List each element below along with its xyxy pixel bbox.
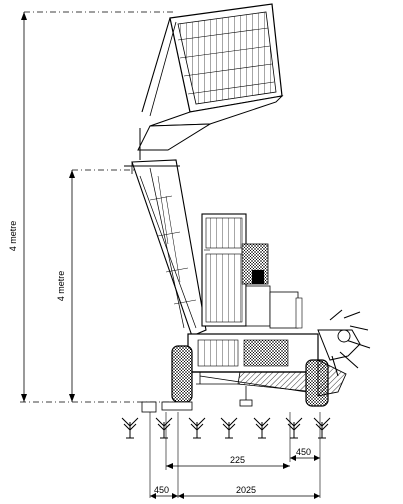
height-dimension-outer: 4 metre	[8, 11, 175, 402]
crop-plant-3	[188, 417, 206, 439]
height-dimension-inner: 4 metre	[56, 169, 135, 402]
crop-plant-2	[155, 417, 173, 439]
cutting-head	[317, 309, 371, 397]
crop-plant-4	[220, 417, 238, 439]
inner-height-label: 4 metre	[56, 271, 66, 302]
crop-plant-5	[253, 417, 271, 439]
crop-plant-6	[285, 417, 303, 439]
ground-block	[141, 401, 157, 413]
rear-wheel	[161, 345, 193, 411]
elevator-hood	[137, 3, 284, 160]
crop-row-plants	[121, 417, 331, 439]
row-spacing-dimension: 225	[166, 455, 290, 469]
elevator-boom	[124, 159, 207, 337]
dimension-extension-lines	[149, 412, 321, 498]
crop-plant-7	[313, 417, 331, 439]
overall-height-label: 4 metre	[8, 221, 18, 252]
row-spacing-label: 225	[230, 455, 245, 465]
chassis-frame	[187, 333, 321, 407]
engine-housing	[201, 213, 303, 329]
crop-plant-1	[121, 417, 139, 439]
bottom-total-label: 2025	[236, 485, 256, 495]
bottom-left-label: 450	[154, 485, 169, 495]
bottom-dimensions: 450 2025	[150, 485, 320, 499]
end-offset-dimension: 450	[290, 447, 320, 461]
end-offset-label: 450	[296, 447, 311, 457]
